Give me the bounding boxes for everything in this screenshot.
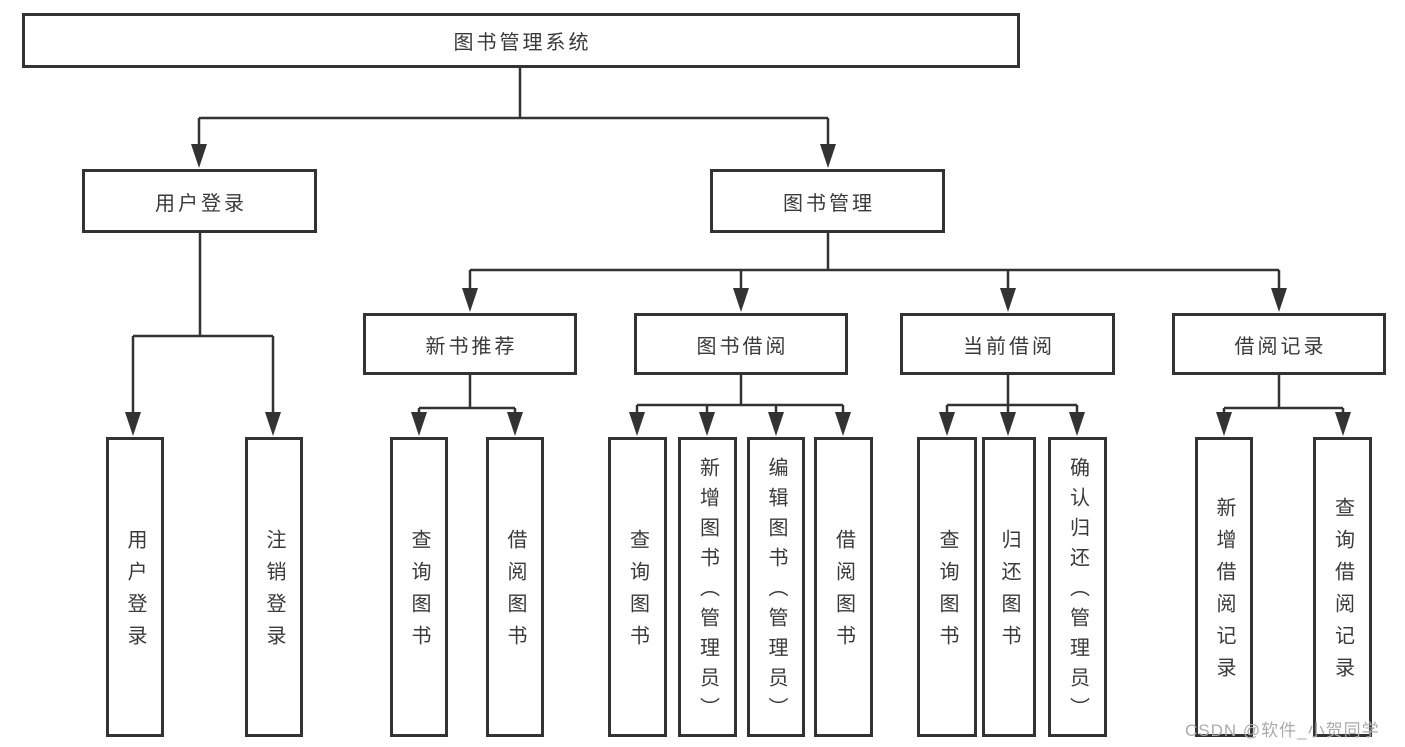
node-borrow-records: 借阅记录 xyxy=(1172,313,1386,375)
arrow-down-icon xyxy=(835,412,851,436)
leaf-current-return-books: 归还图书 xyxy=(982,437,1036,737)
leaf-current-query-books: 查询图书 xyxy=(917,437,977,737)
leaf-borrow-edit-books-admin: 编辑图书（管理员） xyxy=(747,437,805,737)
arrow-down-icon xyxy=(1069,412,1085,436)
leaf-label: 借阅图书 xyxy=(832,529,855,657)
leaf-label: 查询图书 xyxy=(626,529,649,657)
arrow-down-icon xyxy=(629,412,645,436)
leaf-newbook-query-books: 查询图书 xyxy=(390,437,448,737)
arrow-down-icon xyxy=(1271,288,1287,312)
arrow-down-icon xyxy=(733,288,749,312)
leaf-borrow-add-books-admin: 新增图书（管理员） xyxy=(678,437,737,737)
connector-root-to-level2 xyxy=(191,68,836,168)
node-book-borrow: 图书借阅 xyxy=(634,313,848,375)
arrow-down-icon xyxy=(820,144,836,168)
node-root-system: 图书管理系统 xyxy=(22,13,1020,68)
leaf-newbook-borrow-books: 借阅图书 xyxy=(486,437,544,737)
connector-new-book-children xyxy=(411,375,523,436)
leaf-label: 用户登录 xyxy=(124,529,146,657)
connector-book-borrow-children xyxy=(629,375,851,436)
leaf-label: 注销登录 xyxy=(263,529,285,657)
leaf-label: 借阅图书 xyxy=(504,529,526,657)
node-book-management: 图书管理 xyxy=(710,169,945,233)
leaf-records-query-record: 查询借阅记录 xyxy=(1313,437,1372,737)
arrow-down-icon xyxy=(411,412,427,436)
arrow-down-icon xyxy=(1000,288,1016,312)
leaf-label: 查询图书 xyxy=(408,529,430,657)
arrow-down-icon xyxy=(939,412,955,436)
csdn-watermark: CSDN @软件_小贺同学 xyxy=(1185,721,1380,740)
arrow-down-icon xyxy=(768,412,784,436)
arrow-down-icon xyxy=(699,412,715,436)
leaf-user-login: 用户登录 xyxy=(106,437,164,737)
leaf-label: 查询借阅记录 xyxy=(1331,497,1354,689)
arrow-down-icon xyxy=(265,412,281,436)
connector-book-management-children xyxy=(462,233,1287,312)
arrow-down-icon xyxy=(1335,412,1351,436)
arrow-down-icon xyxy=(1216,412,1232,436)
leaf-records-add-record: 新增借阅记录 xyxy=(1195,437,1253,737)
leaf-label: 查询图书 xyxy=(936,529,958,657)
arrow-down-icon xyxy=(462,288,478,312)
leaf-current-confirm-return-admin: 确认归还（管理员） xyxy=(1048,437,1107,737)
node-current-borrow: 当前借阅 xyxy=(900,313,1115,375)
leaf-borrow-query-books: 查询图书 xyxy=(608,437,667,737)
arrow-down-icon xyxy=(125,412,141,436)
leaf-label: 新增图书（管理员） xyxy=(696,457,719,727)
connector-borrow-records-children xyxy=(1216,375,1351,436)
node-new-book-recommend: 新书推荐 xyxy=(363,313,577,375)
leaf-label: 确认归还（管理员） xyxy=(1066,457,1089,727)
arrow-down-icon xyxy=(1000,412,1016,436)
node-user-login: 用户登录 xyxy=(82,169,317,233)
leaf-label: 归还图书 xyxy=(998,529,1020,657)
leaf-label: 编辑图书（管理员） xyxy=(765,457,787,727)
arrow-down-icon xyxy=(507,412,523,436)
connector-user-login-children xyxy=(125,233,281,436)
leaf-borrow-borrow-books: 借阅图书 xyxy=(814,437,873,737)
arrow-down-icon xyxy=(191,144,207,168)
leaf-logout: 注销登录 xyxy=(245,437,303,737)
connector-current-borrow-children xyxy=(939,375,1085,436)
leaf-label: 新增借阅记录 xyxy=(1213,497,1235,689)
